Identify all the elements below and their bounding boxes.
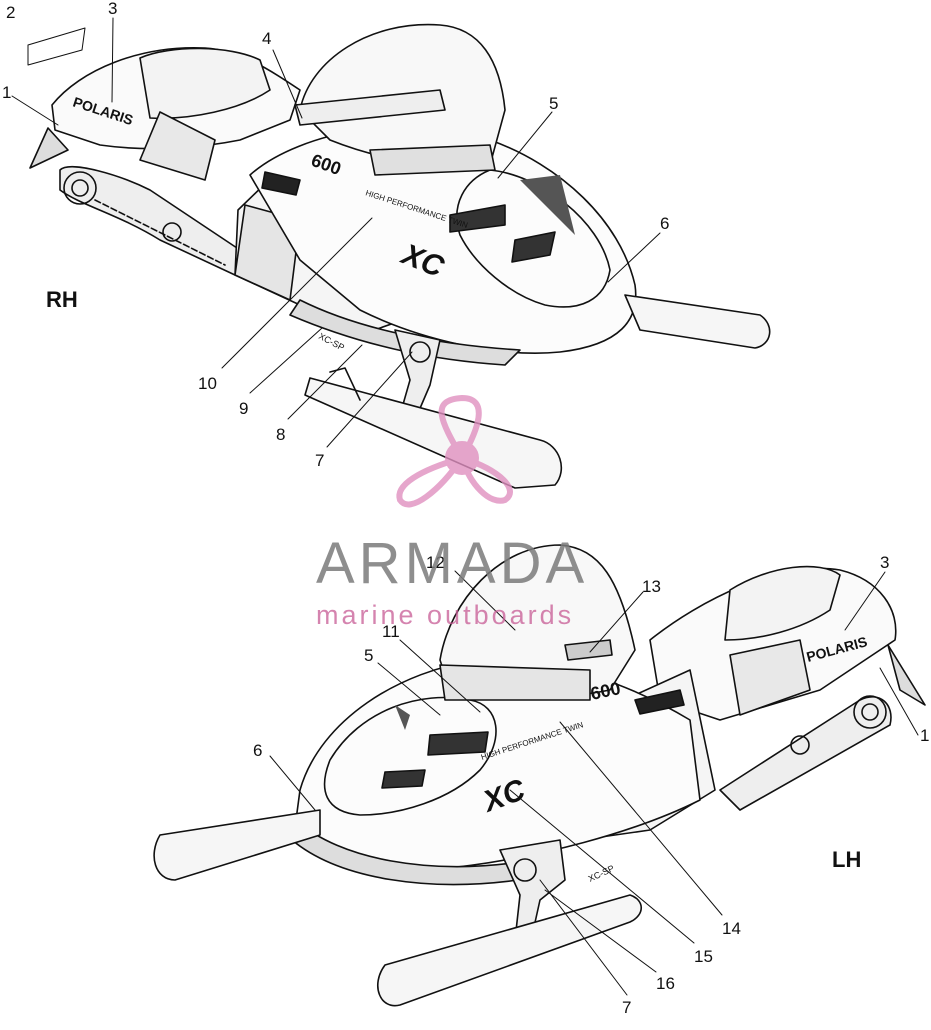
lh-callout-6: 6 [253,741,263,760]
lh-callout-14: 14 [722,919,741,938]
rh-callout-2: 2 [6,3,16,22]
rh-callout-8: 8 [276,425,286,444]
rh-callout-10: 10 [198,374,217,393]
rh-side-label: RH [46,287,78,312]
lh-callout-15: 15 [694,947,713,966]
rh-callout-4: 4 [262,29,272,48]
lh-callout-5: 5 [364,646,374,665]
rh-callout-7: 7 [315,451,325,470]
lh-snowmobile [153,544,926,1007]
lh-callout-13: 13 [642,577,661,596]
lh-side-label: LH [832,847,862,872]
lh-callout-3: 3 [880,553,890,572]
lh-callout-12: 12 [426,553,445,572]
rh-callout-3: 3 [108,0,118,18]
lh-callout-11: 11 [382,622,400,641]
watermark-propeller-icon [396,394,513,508]
lh-callout-7: 7 [622,998,632,1017]
rh-leaders [11,17,661,448]
rh-callout-6: 6 [660,214,670,233]
rh-callout-1: 1 [2,83,12,102]
lh-callout-1: 1 [920,726,930,745]
watermark-subtitle: marine outboards [316,600,575,630]
lh-leaders [269,570,919,996]
rh-snowmobile [29,23,771,489]
rh-callout-9: 9 [239,399,249,418]
rh-callout-5: 5 [549,94,559,113]
watermark-title: ARMADA [316,531,589,596]
lh-callout-16: 16 [656,974,675,993]
